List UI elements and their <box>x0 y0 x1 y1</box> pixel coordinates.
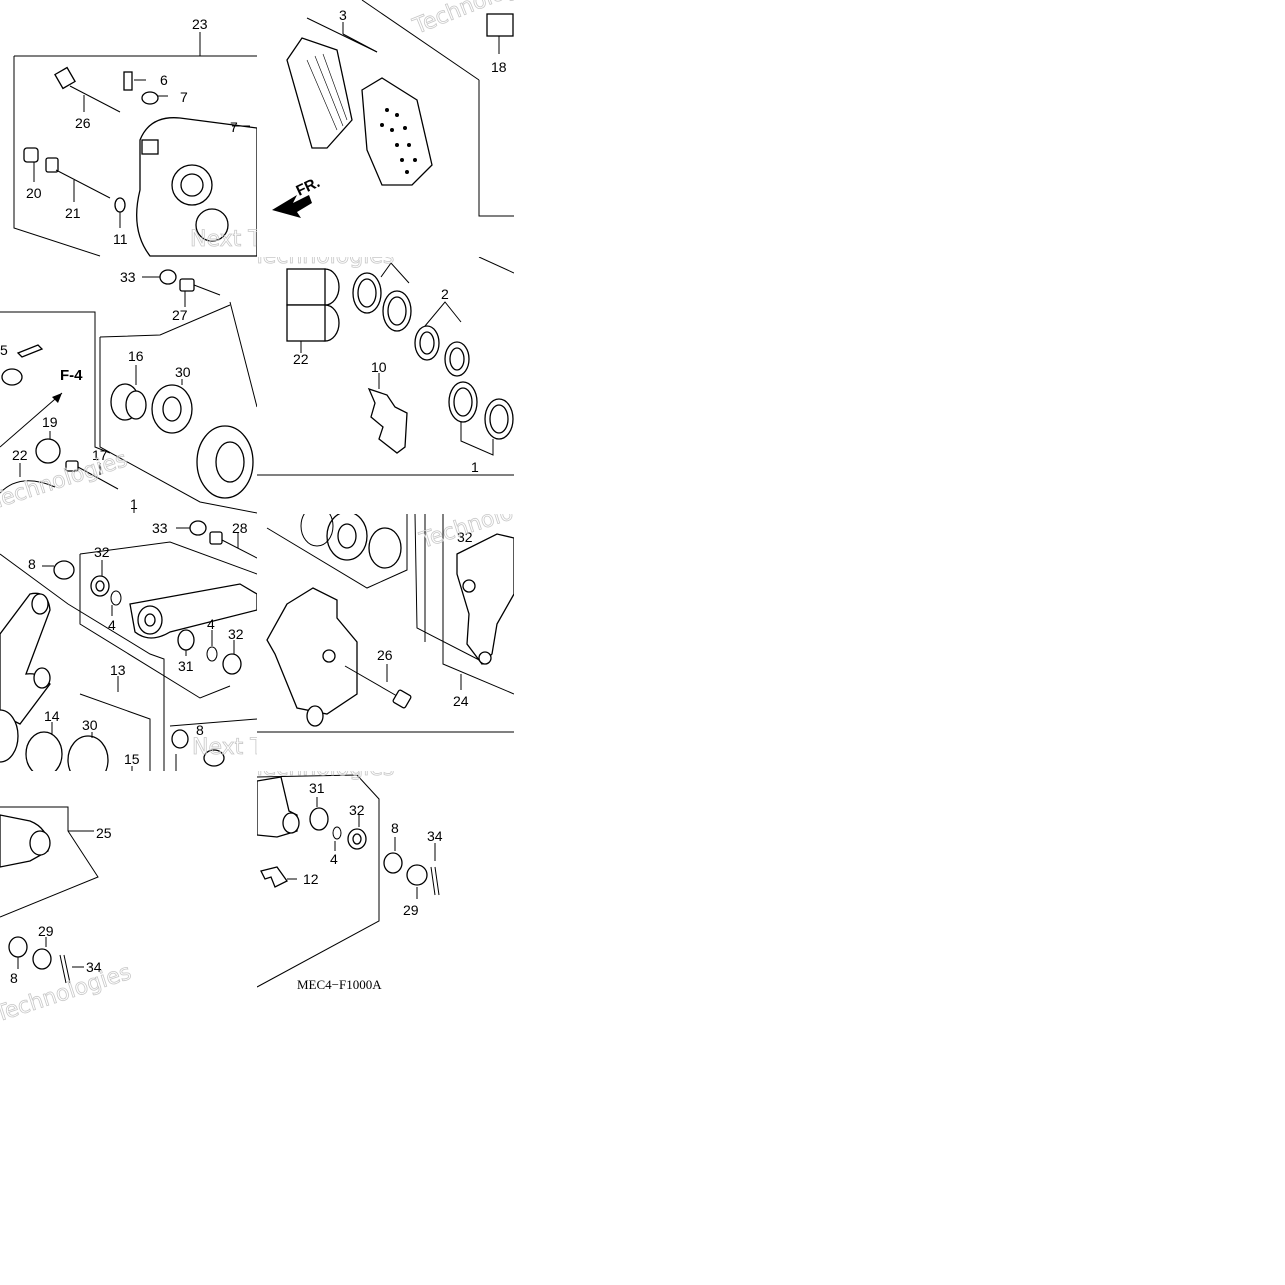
part-label: 32 <box>94 544 110 560</box>
part-label: 34 <box>427 828 443 844</box>
part-label: 8 <box>10 970 18 986</box>
part-label: 34 <box>86 959 102 975</box>
orientation-label: FR. <box>294 174 323 200</box>
part-label: 29 <box>38 923 54 939</box>
diagram-code: MEC4−F1000A <box>297 977 382 992</box>
diagram-tile-lower-link: 25 29 8 34 Technologies <box>0 771 257 1028</box>
part-label: 33 <box>152 520 168 536</box>
watermark: Next Tec <box>192 735 257 760</box>
front-arrow-icon <box>272 195 312 218</box>
part-label: 4 <box>330 851 338 867</box>
part-label: 26 <box>377 647 393 663</box>
part-label: 7 <box>230 119 238 135</box>
diagram-tile-seals: 22 2 10 1 Technologies <box>257 257 514 514</box>
part-label: 30 <box>82 717 98 733</box>
part-label: 16 <box>128 348 144 364</box>
part-label: 24 <box>453 693 469 709</box>
part-label: 8 <box>391 820 399 836</box>
part-label: 14 <box>44 708 60 724</box>
diagram-tile-pivot-assembly: 33 27 16 30 5 F-4 19 17 22 1 Technologie… <box>0 257 257 514</box>
part-label: 19 <box>42 414 58 430</box>
part-label: 12 <box>303 871 319 887</box>
part-label: 18 <box>491 59 507 75</box>
part-label: 29 <box>403 902 419 918</box>
part-label: 7 <box>180 89 188 105</box>
lower-link-drawing: 25 29 8 34 Technologies <box>0 806 135 1028</box>
link-assembly-drawing: 33 28 8 32 4 4 32 31 13 14 30 15 8 Next … <box>0 520 257 771</box>
caliper-bracket-drawing: 26 24 32 Technologies <box>257 514 514 733</box>
part-label: 22 <box>293 351 309 367</box>
caliper-body-drawing: 23 6 7 7 26 20 21 11 Next Tec <box>13 16 257 257</box>
part-label: 31 <box>309 780 325 796</box>
part-label: 17 <box>92 447 108 463</box>
watermark: Technologies <box>257 257 394 269</box>
diagram-tile-link-hardware: 31 32 8 34 4 12 29 MEC4−F1000A Technolog… <box>257 771 514 1028</box>
reference-label: F-4 <box>60 367 83 384</box>
part-label: 31 <box>178 658 194 674</box>
part-label: 27 <box>172 307 188 323</box>
part-label: 10 <box>371 359 387 375</box>
part-label: 5 <box>0 342 8 358</box>
link-hardware-drawing: 31 32 8 34 4 12 29 MEC4−F1000A Technolog… <box>257 771 443 992</box>
brake-pads-drawing: FR. 3 18 Technologies <box>272 0 514 218</box>
part-label: 4 <box>207 616 215 632</box>
seals-drawing: 22 2 10 1 Technologies <box>257 257 514 476</box>
part-label: 1 <box>130 496 138 512</box>
part-label: 13 <box>110 662 126 678</box>
pivot-assembly-drawing: 33 27 16 30 5 F-4 19 17 22 1 Technologie… <box>0 269 257 514</box>
part-label: 21 <box>65 205 81 221</box>
diagram-tile-caliper-bracket: 26 24 32 Technologies <box>257 514 514 771</box>
part-label: 28 <box>232 520 248 536</box>
part-label: 6 <box>160 72 168 88</box>
part-label: 2 <box>441 286 449 302</box>
part-label: 11 <box>113 231 128 247</box>
diagram-tile-link-assembly: 33 28 8 32 4 4 32 31 13 14 30 15 8 Next … <box>0 514 257 771</box>
part-label: 32 <box>457 529 473 545</box>
part-label: 33 <box>120 269 136 285</box>
part-label: 15 <box>124 751 140 767</box>
watermark: Next Tec <box>190 227 257 252</box>
part-label: 4 <box>108 617 116 633</box>
part-label: 26 <box>75 115 91 131</box>
part-label: 32 <box>228 626 244 642</box>
part-label: 1 <box>471 459 479 475</box>
part-label: 23 <box>192 16 208 32</box>
part-label: 30 <box>175 364 191 380</box>
part-label: 3 <box>339 7 347 23</box>
part-label: 22 <box>12 447 28 463</box>
part-label: 8 <box>196 722 204 738</box>
watermark: Technologies <box>257 771 394 781</box>
diagram-tile-brake-pads: FR. 3 18 Technologies <box>257 0 514 257</box>
part-label: 20 <box>26 185 42 201</box>
part-label: 32 <box>349 802 365 818</box>
part-label: 8 <box>28 556 36 572</box>
diagram-tile-caliper-body: 23 6 7 7 26 20 21 11 Next Tec <box>0 0 257 257</box>
part-label: 25 <box>96 825 112 841</box>
